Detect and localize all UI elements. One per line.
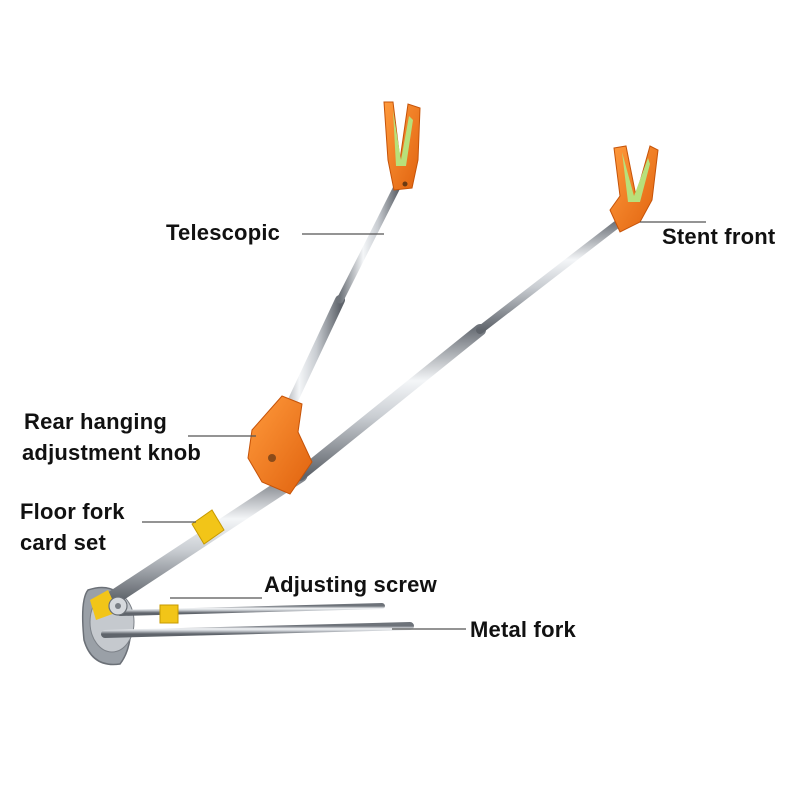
label-floor-fork-line2: card set (20, 530, 106, 555)
adjusting-screw-band (159, 604, 179, 624)
base-hinge (90, 590, 128, 620)
label-rear-hanging-line2: adjustment knob (22, 440, 202, 465)
adjustment-knob (247, 395, 313, 495)
label-telescopic: Telescopic (166, 220, 281, 245)
label-floor-fork-line1: Floor fork (20, 499, 125, 524)
label-stent-front: Stent front (662, 224, 776, 249)
floor-fork-band (191, 509, 225, 545)
label-adjusting-screw: Adjusting screw (264, 572, 437, 597)
metal-fork (101, 603, 414, 638)
telescopic-rest (383, 101, 421, 191)
stent-front-rest (609, 145, 659, 233)
label-rear-hanging-line1: Rear hanging (24, 409, 167, 434)
long-rod (102, 218, 624, 608)
label-metal-fork: Metal fork (470, 617, 576, 642)
